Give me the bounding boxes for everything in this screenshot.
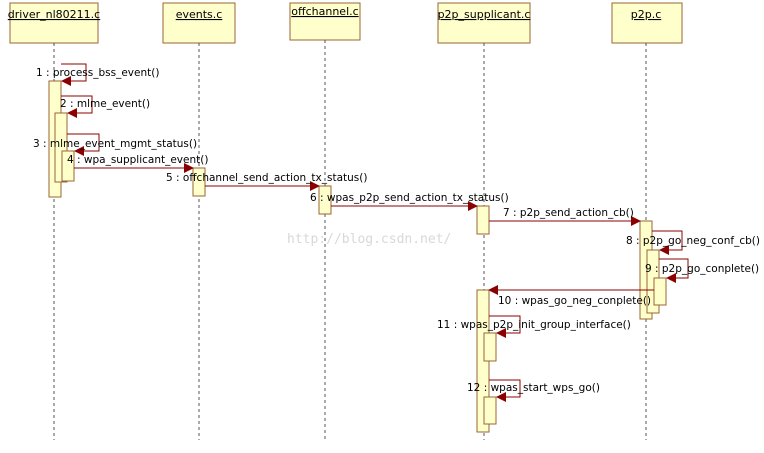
message-arrow [489, 315, 521, 338]
lifeline-head-driver [9, 2, 99, 44]
lifeline-p2p: p2p.c [611, 2, 683, 440]
message-label: 11 : wpas_p2p_init_group_interface() [437, 319, 631, 331]
lifeline-name-events: events.c [176, 8, 223, 21]
message-6: 6 : wpas_p2p_send_action_tx_status() [310, 192, 509, 211]
message-7: 7 : p2p_send_action_cb() [489, 207, 641, 226]
message-label: 1 : process_bss_event() [36, 67, 159, 79]
message-arrow [61, 63, 87, 86]
message-arrow [652, 230, 683, 255]
activation-driver-3 [61, 150, 75, 182]
message-8: 8 : p2p_go_neg_conf_cb() [626, 230, 760, 255]
message-5: 5 : offchannel_send_action_tx_status() [166, 172, 367, 191]
message-label: 10 : wpas_go_neg_conplete() [498, 295, 651, 307]
activation-p2psup-3 [483, 332, 497, 362]
activation-p2psup-1 [476, 205, 490, 235]
message-10: 10 : wpas_go_neg_conplete() [488, 285, 654, 307]
message-arrow [61, 95, 93, 118]
message-arrow [67, 133, 100, 156]
message-9: 9 : p2p_go_conplete() [645, 258, 759, 283]
message-label: 7 : p2p_send_action_cb() [503, 207, 634, 219]
message-label: 3 : mlme_event_mgmt_status() [33, 138, 197, 150]
activation-p2psup-4 [483, 396, 497, 425]
lifeline-offchannel: offchannel.c [289, 2, 361, 440]
lifeline-driver: driver_nl80211.c [8, 2, 100, 440]
message-4: 4 : wpa_supplicant_event() [67, 154, 208, 173]
activation-p2p-3 [653, 277, 667, 306]
lifeline-name-p2p: p2p.c [631, 8, 662, 21]
lifeline-head-p2p [611, 2, 683, 44]
activation-offchannel [318, 185, 332, 215]
lifeline-events: events.c [162, 2, 236, 440]
message-1: 1 : process_bss_event() [36, 63, 159, 86]
message-label: 5 : offchannel_send_action_tx_status() [166, 172, 367, 184]
lifeline-name-offchannel: offchannel.c [291, 5, 358, 18]
message-label: 9 : p2p_go_conplete() [645, 263, 759, 275]
message-11: 11 : wpas_p2p_init_group_interface() [437, 315, 631, 338]
message-12: 12 : wpas_start_wps_go() [467, 379, 600, 402]
message-arrow [489, 379, 521, 402]
activation-events [192, 167, 206, 197]
lifeline-name-driver: driver_nl80211.c [8, 8, 100, 21]
watermark: http://blog.csdn.net/ [287, 232, 451, 247]
message-label: 8 : p2p_go_neg_conf_cb() [626, 235, 760, 247]
lifeline-name-p2psup: p2p_supplicant.c [438, 8, 531, 21]
message-label: 4 : wpa_supplicant_event() [67, 154, 208, 166]
message-3: 3 : mlme_event_mgmt_status() [33, 133, 197, 156]
message-label: 2 : mlme_event() [60, 98, 150, 110]
message-label: 6 : wpas_p2p_send_action_tx_status() [310, 192, 509, 204]
message-arrow [659, 258, 689, 283]
message-label: 12 : wpas_start_wps_go() [467, 382, 600, 394]
message-2: 2 : mlme_event() [60, 95, 150, 118]
